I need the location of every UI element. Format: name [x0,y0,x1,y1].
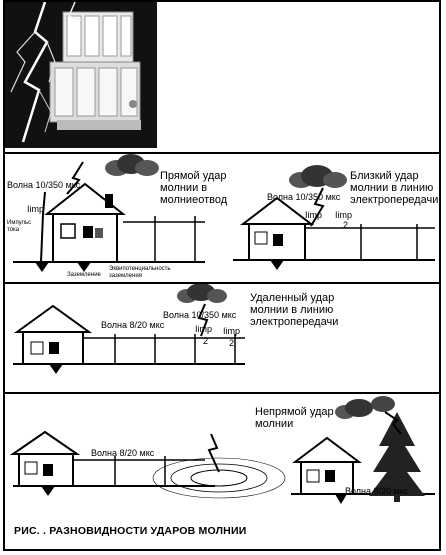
imp-remote-b: Iimp [223,326,241,336]
panel1-drawing [13,154,435,272]
half-remote-b: 2 [229,338,235,348]
imp-near-b: Iimp [335,210,353,220]
figure-frame [3,0,441,551]
equipotential-label: Эквипотенциальность заземления [109,266,171,279]
near-strike-label: Близкий удар молнии в линию электроперед… [350,170,439,206]
remote-strike-label: Удаленный удар молнии в линию электропер… [250,292,339,328]
panel-direct-and-near-strike: Прямой удар молнии в молниеотвод Волна 1… [5,152,439,282]
wave-8-20-label: Волна 8/20 мкс [101,320,165,330]
panel-indirect-strike: Непрямой удар молнии Волна 8/20 мкс Волн… [5,392,439,520]
surge-arrester-photo [5,2,157,148]
half-remote-a: 2 [203,336,209,346]
panel-remote-strike: Удаленный удар молнии в линию электропер… [5,282,439,392]
grounding-label: Заземление [67,272,101,278]
indirect-strike-label: Непрямой удар молнии [255,406,334,430]
direct-strike-label: Прямой удар молнии в молниеотвод [160,170,228,206]
wave-8-20-right-label: Волна 8/20 мкс [345,486,409,496]
panel3-drawing [9,396,435,504]
panel2-drawing [13,284,245,374]
half-label: 2 [343,220,349,230]
wave-8-20-left-label: Волна 8/20 мкс [91,448,155,458]
wave-10-350-remote-label: Волна 10/350 мкс [163,310,237,320]
wave-10-350-near-label: Волна 10/350 мкс [267,192,341,202]
figure-caption: РИС. . РАЗНОВИДНОСТИ УДАРОВ МОЛНИИ [14,525,247,537]
surge-arrester-illustration [5,2,157,148]
imp-remote-a: Iimp [195,324,213,334]
imp-label: Iimp [27,204,45,214]
wave-10-350-label: Волна 10/350 мкс [7,180,81,190]
imp-near-a: Iimp [305,210,323,220]
current-pulse-label: Импульс тока [7,220,32,233]
